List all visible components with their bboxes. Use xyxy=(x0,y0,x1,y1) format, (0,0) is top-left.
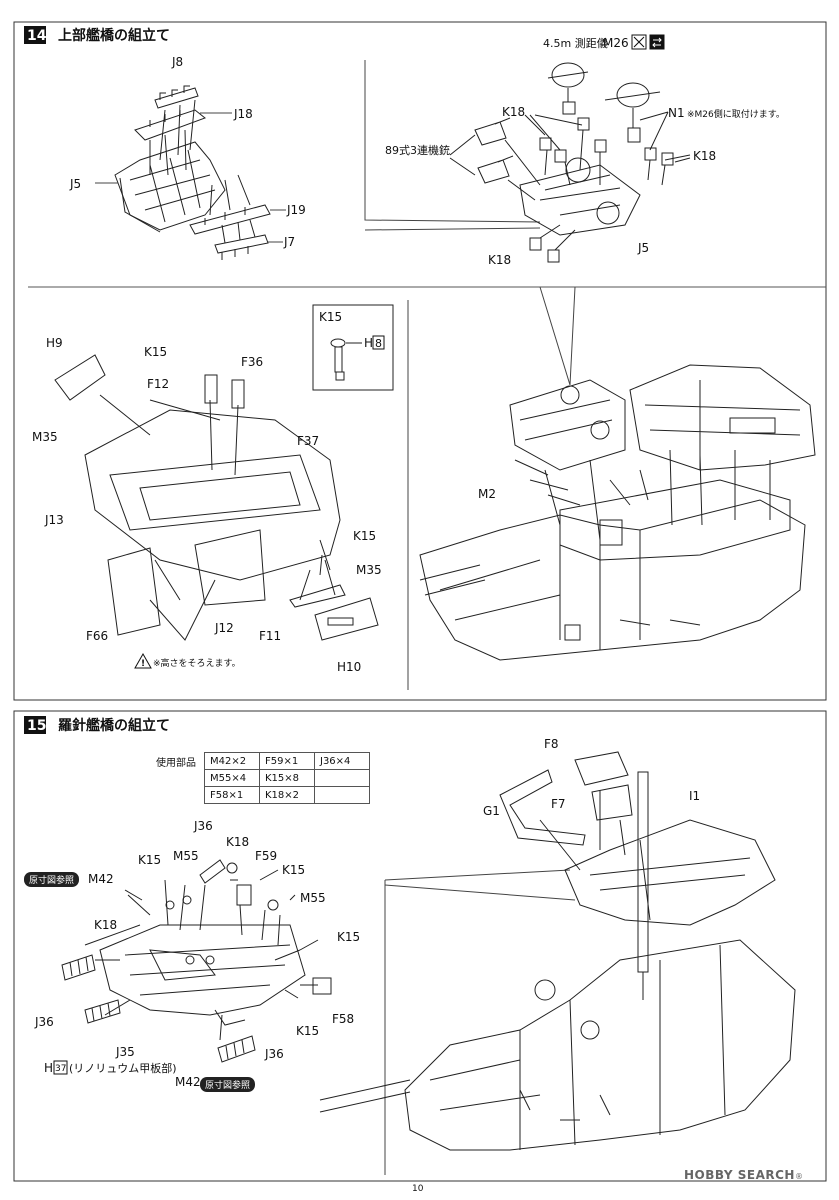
watermark-brand: HOBBY SEARCH xyxy=(684,1168,795,1182)
parts-cell: K18×2 xyxy=(259,786,315,804)
step14-title: 上部艦橋の組立て xyxy=(58,27,170,44)
parts-cell xyxy=(314,769,370,787)
label-J13: J13 xyxy=(44,513,64,527)
label-J7: J7 xyxy=(283,235,295,249)
label-F8: F8 xyxy=(544,737,559,751)
label-M26: M26 xyxy=(603,36,629,50)
H37-box xyxy=(53,1060,68,1075)
label-M35-b: M35 xyxy=(356,563,382,577)
parts-cell: J36×4 xyxy=(314,752,370,770)
label-H37-prefix: H xyxy=(44,1061,53,1075)
label-K18-a: K18 xyxy=(226,835,249,849)
parts-used-label: 使用部品 xyxy=(156,758,196,769)
label-F12: F12 xyxy=(147,377,169,391)
label-J36-left: J36 xyxy=(34,1015,54,1029)
watermark: HOBBY SEARCH® xyxy=(684,1168,803,1182)
label-F58: F58 xyxy=(332,1012,354,1026)
page-number: 10 xyxy=(412,1184,424,1194)
label-K15-1: K15 xyxy=(138,853,161,867)
label-machinegun: 89式3連機銃 xyxy=(385,143,450,157)
parts-cell: F59×1 xyxy=(259,752,315,770)
ref-tag-actual-size-1: 原寸図参照 xyxy=(24,872,80,887)
inset-label-H-num: 8 xyxy=(375,337,382,350)
inset-H-box xyxy=(372,335,385,350)
parts-cell xyxy=(314,786,370,804)
step15-badge xyxy=(24,716,46,734)
label-J36-bottom: J36 xyxy=(264,1047,284,1061)
label-J8: J8 xyxy=(171,55,183,69)
ship-superstructure-drawing xyxy=(419,364,816,661)
step14-number: 14 xyxy=(27,28,47,44)
compass-bridge-ship-drawing xyxy=(319,751,796,1151)
label-J19: J19 xyxy=(286,203,306,217)
label-M35-a: M35 xyxy=(32,430,58,444)
label-K18-b: K18 xyxy=(94,918,117,932)
label-N1: N1 xyxy=(668,106,685,120)
label-J18: J18 xyxy=(233,107,253,121)
note-height: ※高さをそろえます。 xyxy=(153,657,241,669)
parts-row: M55×4 K15×8 xyxy=(204,769,370,787)
parts-cell: M42×2 xyxy=(204,752,260,770)
label-K15-4: K15 xyxy=(296,1024,319,1038)
label-K18-bottom: K18 xyxy=(488,253,511,267)
label-J5: J5 xyxy=(69,177,81,191)
k15-inset-frame xyxy=(312,304,394,391)
warning-icon: ! xyxy=(134,652,152,669)
label-M42-a: M42 xyxy=(88,872,114,886)
j5-assembly-drawing xyxy=(95,85,286,260)
label-K15-3: K15 xyxy=(337,930,360,944)
label-M55-1: M55 xyxy=(173,849,199,863)
label-J35: J35 xyxy=(115,1045,135,1059)
ref-tag-actual-size-2: 原寸図参照 xyxy=(200,1077,256,1092)
watermark-reg: ® xyxy=(794,1172,804,1181)
label-F7: F7 xyxy=(551,797,566,811)
no-glue-icon xyxy=(631,34,647,50)
label-J12: J12 xyxy=(214,621,234,635)
label-I1: I1 xyxy=(689,789,700,803)
k15-inset-drawing xyxy=(330,338,362,381)
parts-table: M42×2 F59×1 J36×4 M55×4 K15×8 F58×1 K18×… xyxy=(204,752,370,804)
step14-frame xyxy=(13,21,827,701)
label-H37-num: 37 xyxy=(55,1064,66,1074)
label-H37-text: (リノリュウム甲板部) xyxy=(69,1061,177,1075)
label-K15-a: K15 xyxy=(144,345,167,359)
label-M2: M2 xyxy=(478,487,496,501)
label-F66: F66 xyxy=(86,629,108,643)
label-G1: G1 xyxy=(483,804,500,818)
upper-bridge-drawing xyxy=(449,62,691,263)
label-M42-b: M42 xyxy=(175,1075,201,1089)
step15-title: 羅針艦橋の組立て xyxy=(58,717,170,734)
label-rangefinder: 4.5m 測距儀 xyxy=(543,36,608,50)
label-H9: H9 xyxy=(46,336,63,350)
svg-text:!: ! xyxy=(141,659,145,669)
step15-frame xyxy=(13,710,827,1182)
label-J36-top: J36 xyxy=(193,819,213,833)
movable-part-icon xyxy=(649,34,665,50)
label-H10: H10 xyxy=(337,660,361,674)
parts-cell: M55×4 xyxy=(204,769,260,787)
label-F37: F37 xyxy=(297,434,319,448)
label-F36: F36 xyxy=(241,355,263,369)
inset-label-K15: K15 xyxy=(319,310,342,324)
step14-badge xyxy=(24,26,46,44)
compass-bridge-deck-drawing xyxy=(61,859,332,1063)
label-K18-top: K18 xyxy=(502,105,525,119)
label-K18-right: K18 xyxy=(693,149,716,163)
label-K15-2: K15 xyxy=(282,863,305,877)
label-F59: F59 xyxy=(255,849,277,863)
parts-cell: K15×8 xyxy=(259,769,315,787)
parts-row: F58×1 K18×2 xyxy=(204,786,370,804)
parts-row: M42×2 F59×1 J36×4 xyxy=(204,752,370,770)
bridge-deck-drawing xyxy=(54,354,379,641)
label-F11: F11 xyxy=(259,629,281,643)
label-N1-note: ※M26側に取付けます。 xyxy=(687,108,785,120)
label-K15-b: K15 xyxy=(353,529,376,543)
inset-label-H: H xyxy=(364,336,373,350)
parts-cell: F58×1 xyxy=(204,786,260,804)
step15-number: 15 xyxy=(27,718,46,734)
label-M55-2: M55 xyxy=(300,891,326,905)
label-J5-upper: J5 xyxy=(637,241,649,255)
